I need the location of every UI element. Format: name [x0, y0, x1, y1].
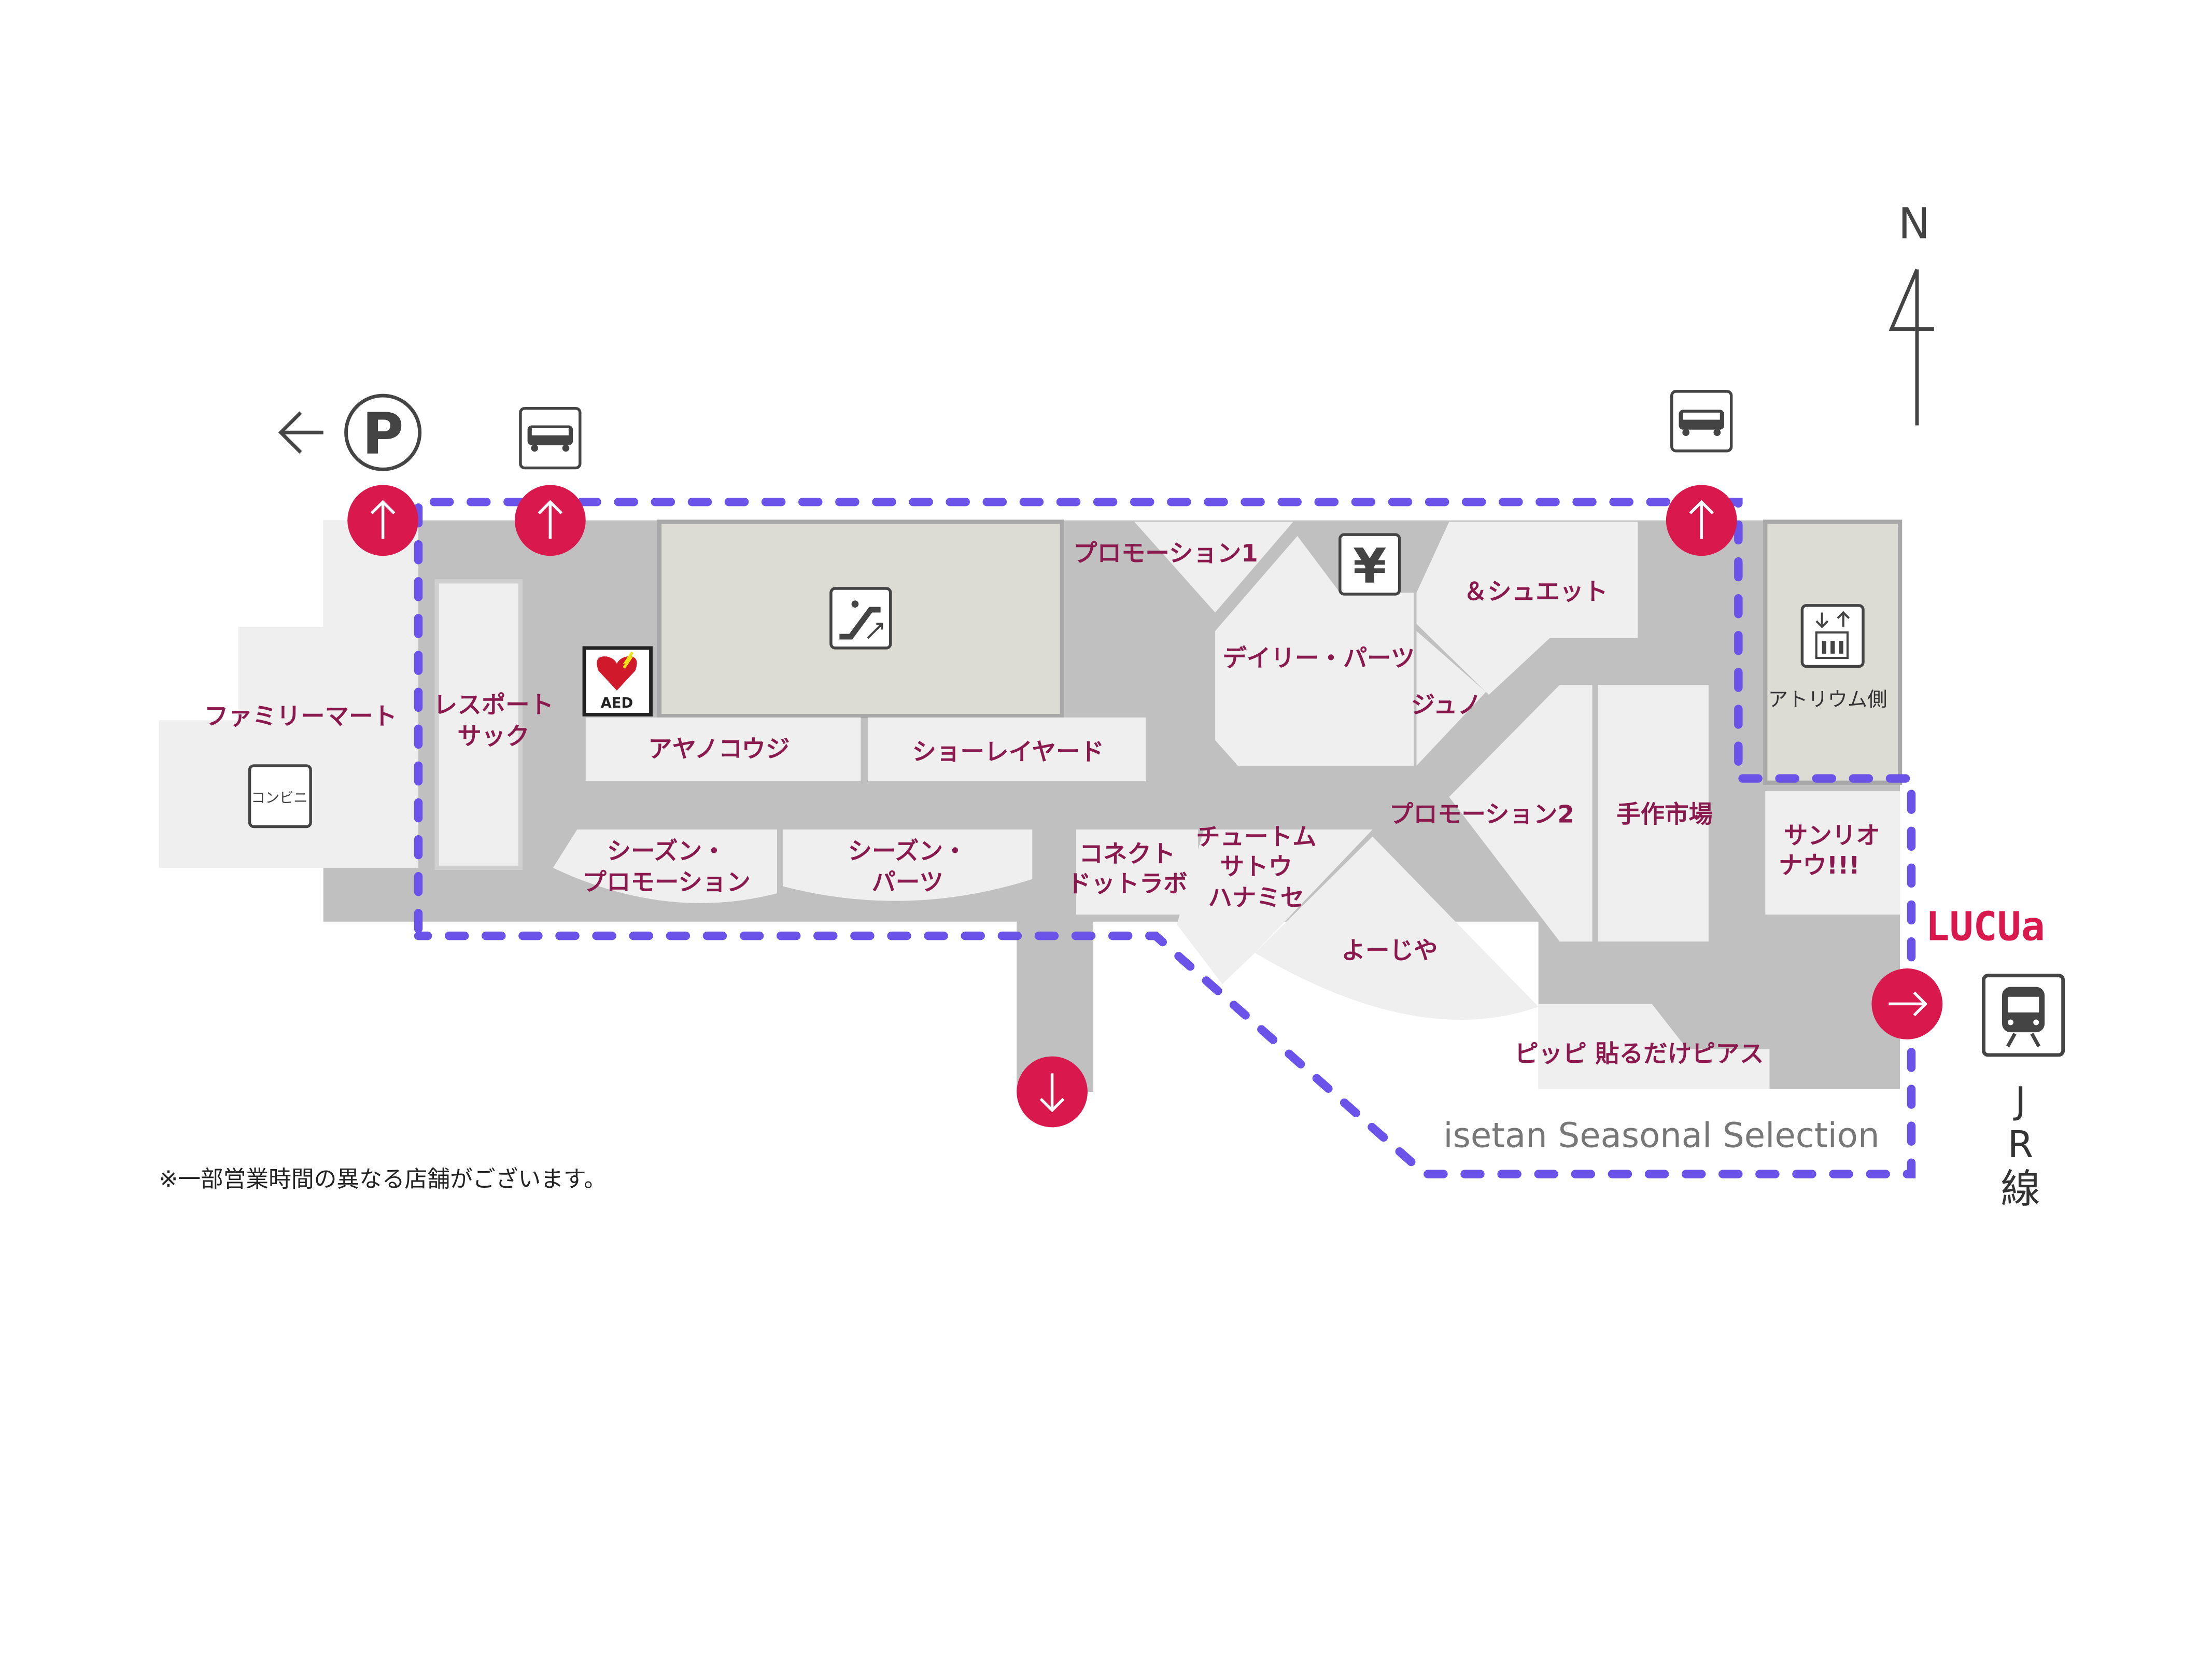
compass-label: N [1898, 199, 1930, 248]
svg-text:¥: ¥ [1353, 538, 1387, 594]
shop-season-parts-line2[interactable]: パーツ [871, 868, 943, 896]
shop-lesportsac-line1[interactable]: レスポート [433, 691, 554, 719]
exit-arrow-right-icon[interactable] [1871, 968, 1943, 1039]
bus-icon[interactable] [1670, 390, 1733, 453]
shop-daily-parts[interactable]: デイリー・パーツ [1222, 644, 1415, 672]
jr-line-label-2: R [2008, 1123, 2033, 1166]
shop-and-chouette[interactable]: ＆シュエット [1463, 578, 1608, 606]
shop-ayanokouji[interactable]: アヤノコウジ [648, 735, 790, 763]
shop-show-layard[interactable]: ショーレイヤード [912, 738, 1104, 766]
bus-icon[interactable] [519, 406, 582, 470]
shop-chutom-line1[interactable]: チュートム [1196, 823, 1316, 851]
exit-arrow-up-icon[interactable] [1666, 485, 1737, 556]
shop-shapes [159, 519, 1903, 1089]
jr-line-label-3: 線 [2000, 1166, 2040, 1212]
train-icon[interactable] [1982, 974, 2065, 1057]
lucua-logo: LUCUa [1925, 904, 2045, 950]
footnote: ※一部営業時間の異なる店舗がございます。 [159, 1166, 607, 1192]
atrium-side-label: アトリウム側 [1768, 688, 1887, 711]
shop-family-mart[interactable]: ファミリーマート [204, 702, 397, 730]
shop-connect-line2[interactable]: ドットラボ [1067, 869, 1187, 897]
shop-promotion1[interactable]: プロモーション1 [1073, 539, 1258, 567]
svg-text:P: P [362, 401, 404, 467]
elevator-icon[interactable] [1800, 604, 1865, 668]
konbini-label: コンビニ [251, 790, 307, 806]
shop-tezukuri-ichiba[interactable]: 手作市場 [1616, 800, 1713, 828]
shop-chutom-line3[interactable]: ハナミセ [1208, 884, 1304, 912]
aed-label: AED [601, 695, 633, 711]
jr-line-label-1: J [2013, 1079, 2026, 1122]
shop-sanrio-line1[interactable]: サンリオ [1784, 821, 1880, 849]
exit-arrow-up-icon[interactable] [514, 485, 586, 556]
yen-atm-icon[interactable]: ¥ [1339, 533, 1401, 596]
shop-promotion2[interactable]: プロモーション2 [1389, 800, 1574, 828]
shop-connect-line1[interactable]: コネクト [1079, 840, 1176, 868]
parking-icon[interactable]: P [344, 393, 422, 471]
isetan-seasonal-selection-label: isetan Seasonal Selection [1443, 1116, 1879, 1156]
aed-icon: AED [582, 646, 653, 716]
shop-pippi[interactable]: ピッピ 貼るだけピアス [1514, 1040, 1764, 1068]
shop-season-parts-line1[interactable]: シーズン・ [848, 837, 967, 865]
isetan-area-boundary [414, 498, 1916, 1178]
shop-chutom-line2[interactable]: サトウ [1220, 853, 1292, 881]
shop-yojiya[interactable]: よーじや [1342, 936, 1438, 964]
exit-arrow-down-icon[interactable] [1017, 1056, 1088, 1128]
shop-lesportsac-line2[interactable]: サック [457, 722, 529, 750]
shop-sanrio-line2[interactable]: ナウ!!! [1779, 851, 1860, 879]
arrow-left-icon [278, 411, 323, 454]
shop-juno[interactable]: ジュノ [1411, 691, 1482, 719]
convenience-store-icon[interactable]: コンビニ [248, 764, 312, 828]
exit-arrow-up-icon[interactable] [347, 485, 419, 556]
north-compass-icon: N [1889, 199, 1934, 426]
shop-season-promotion-line2[interactable]: プロモーション [582, 868, 750, 896]
escalator-icon [829, 587, 892, 650]
shop-season-promotion-line1[interactable]: シーズン・ [607, 837, 726, 865]
